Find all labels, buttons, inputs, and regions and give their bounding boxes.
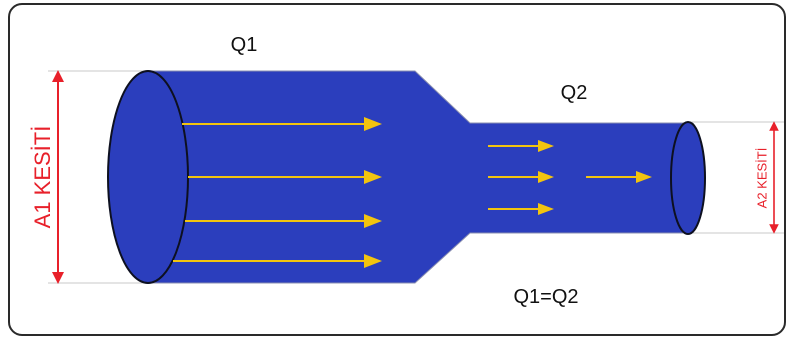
a2-label: A2 KESİTİ xyxy=(754,148,769,209)
equation-label: Q1=Q2 xyxy=(513,286,578,308)
flow-arrow xyxy=(185,214,382,228)
inlet-cross-section xyxy=(107,70,189,284)
flow-arrow xyxy=(182,117,382,131)
a1-label: A1 KESİTİ xyxy=(30,126,55,229)
flow-arrow xyxy=(488,140,554,152)
flow-arrows-wide xyxy=(173,117,382,268)
flow-arrows-narrow xyxy=(488,140,652,215)
flow-arrow xyxy=(488,203,554,215)
outlet-cross-section xyxy=(670,121,706,235)
q2-label: Q2 xyxy=(561,82,588,104)
flow-arrow xyxy=(173,254,382,268)
q1-label: Q1 xyxy=(231,34,258,56)
flow-arrow xyxy=(188,170,382,184)
flow-arrow xyxy=(586,171,652,183)
flow-arrow xyxy=(488,171,554,183)
